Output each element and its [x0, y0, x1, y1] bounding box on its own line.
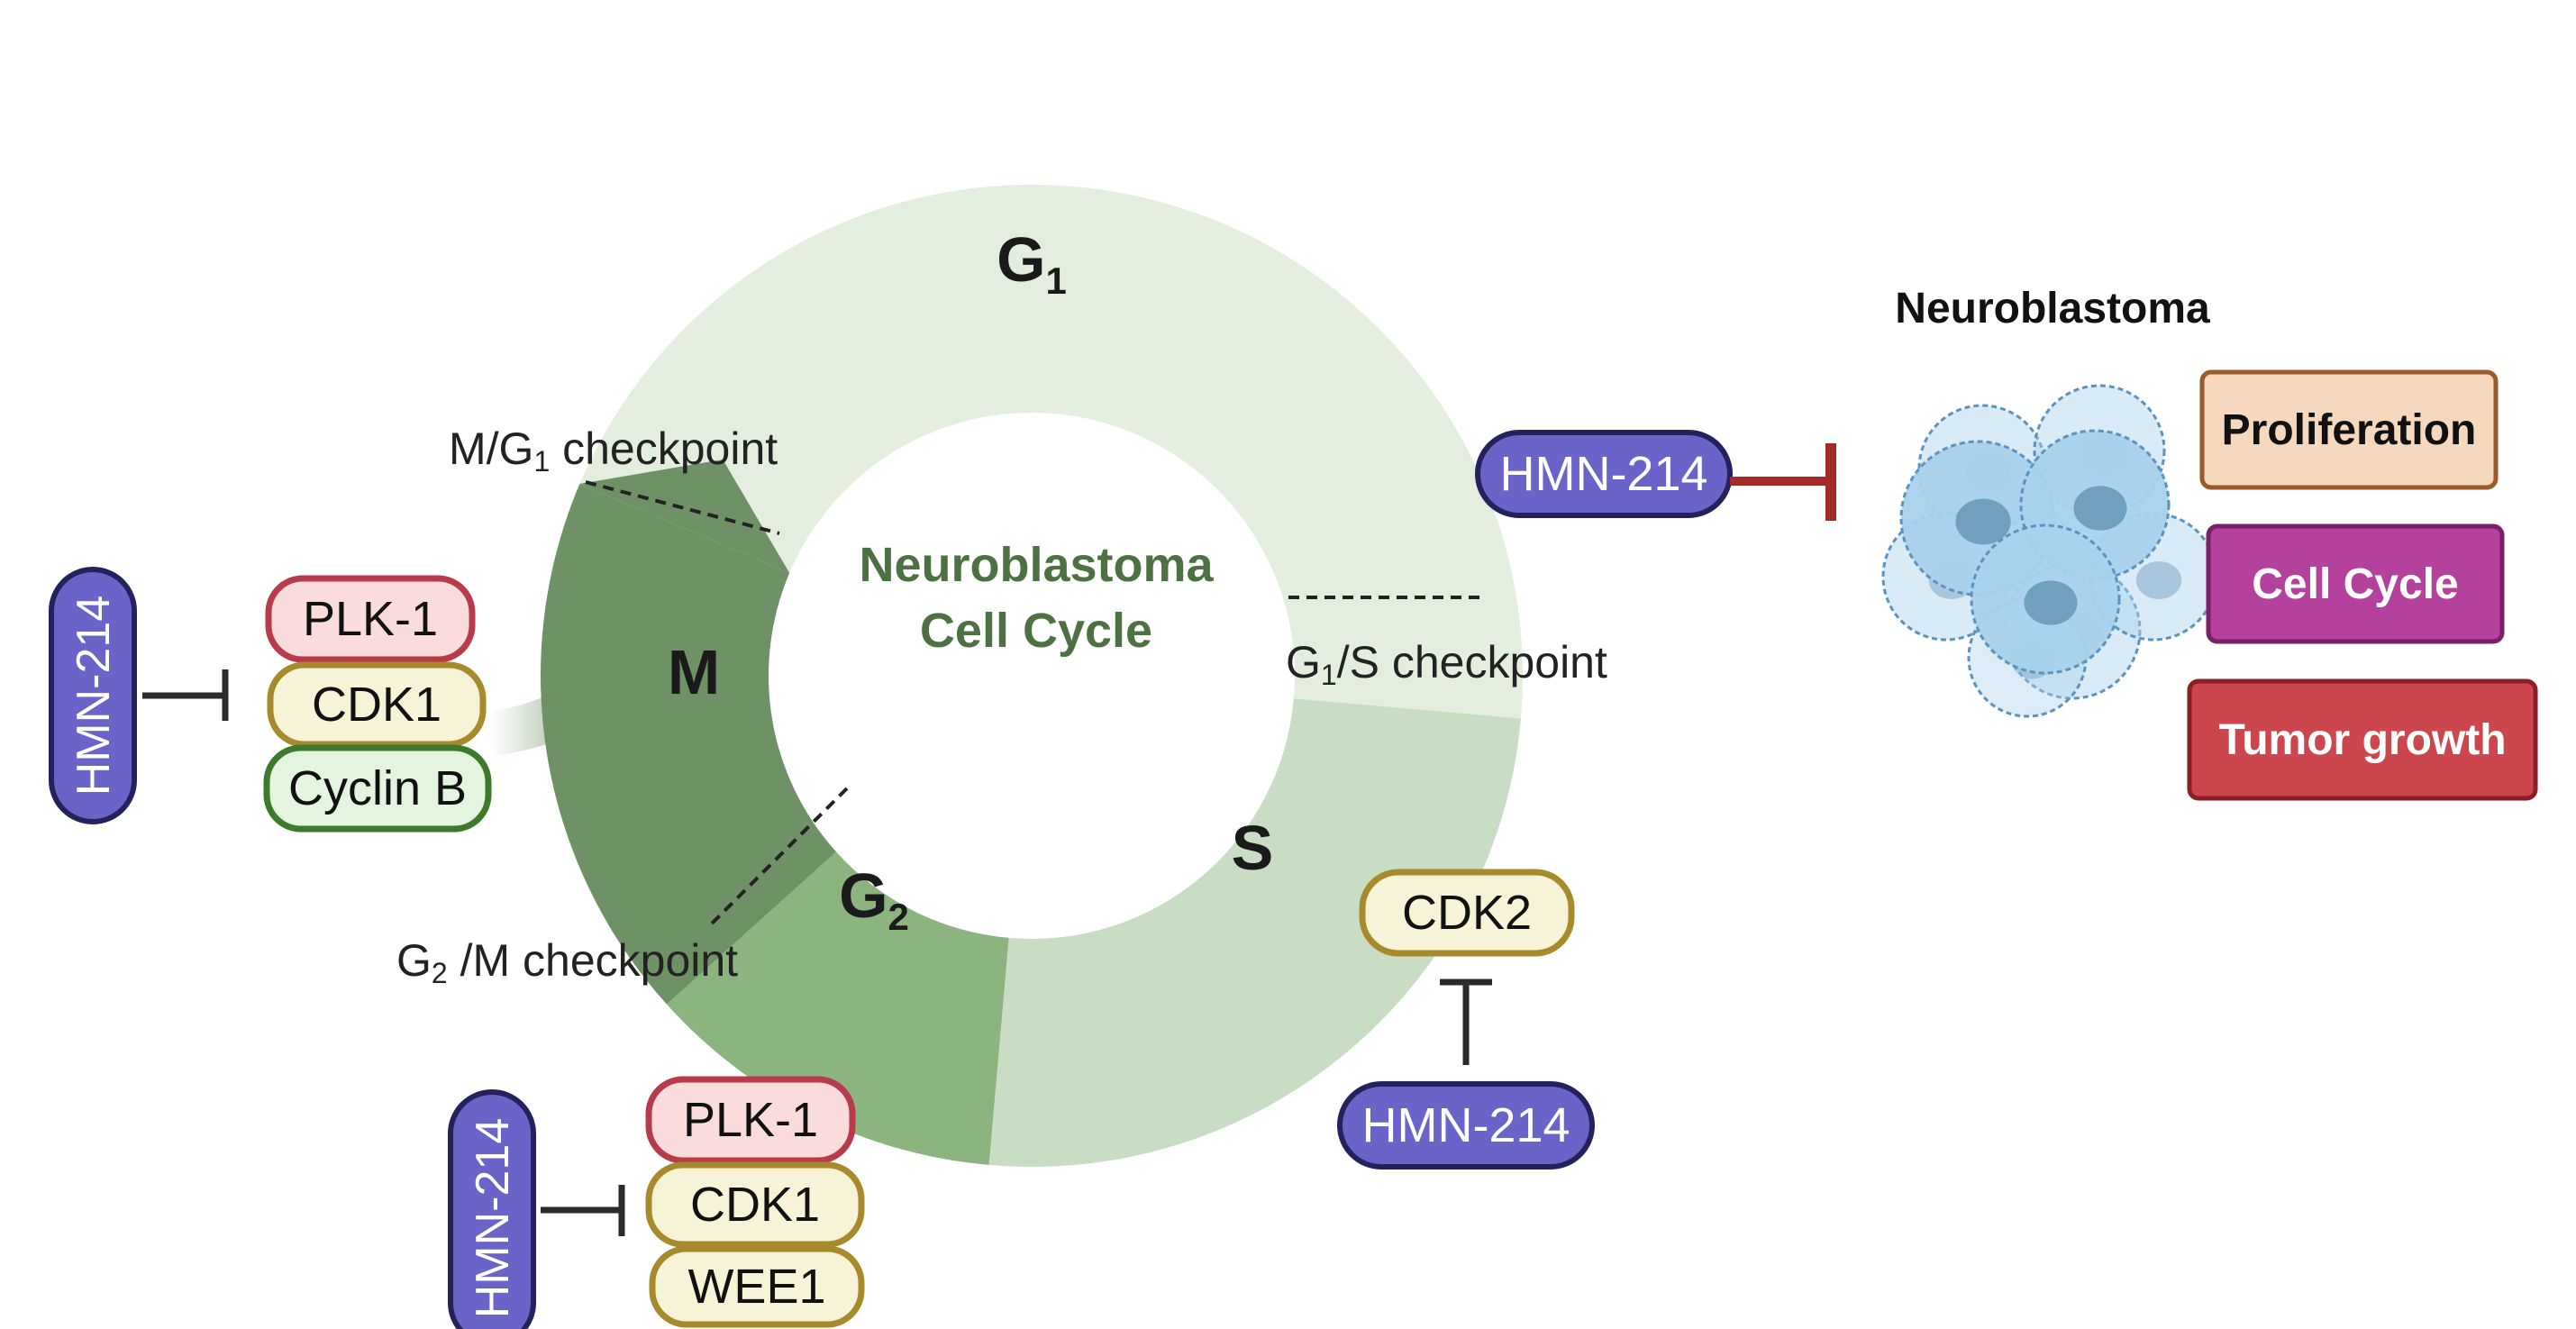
cdk1-label-m: CDK1	[312, 678, 441, 732]
wee1-label-g2: WEE1	[687, 1260, 825, 1314]
hmn214-label-s: HMN-214	[1361, 1098, 1570, 1152]
phase-g1-label: G1	[997, 224, 1067, 302]
plk1-box-g2	[645, 1076, 856, 1164]
neuroblastoma-panel: Neuroblastoma HMN-214 Proliferation Cell…	[1475, 285, 2538, 801]
hmn214-label-g2: HMN-214	[467, 1118, 519, 1319]
checkpoint-g1s: G1/S checkpoint	[1286, 596, 1607, 691]
proliferation-box	[2199, 369, 2499, 490]
g2-phase-inhibition-group: HMN-214 PLK-1 CDK1 WEE1	[448, 1076, 865, 1329]
phase-m-segment	[540, 484, 837, 1005]
tumor-growth-label: Tumor growth	[2218, 716, 2506, 764]
phase-m-label: M	[668, 637, 720, 707]
phase-s-label: S	[1232, 813, 1274, 883]
cyclinb-label-m: Cyclin B	[288, 761, 467, 815]
tumor-cell-cluster-icon	[1881, 384, 2218, 718]
m-phase-notch	[579, 459, 790, 573]
tumor-growth-box	[2187, 678, 2538, 801]
s-phase-inhibition-group: CDK2 HMN-214	[1337, 869, 1595, 1170]
hmn214-vertical-pill-g2	[448, 1089, 536, 1329]
plk1-box-m	[265, 575, 476, 663]
tumor-cell-nucleus	[2135, 561, 2182, 599]
phase-g2-segment	[666, 851, 1009, 1165]
phase-g2-label: G2	[839, 860, 909, 938]
cycle-ring	[491, 184, 1523, 1168]
checkpoint-mg1-label: M/G1 checkpoint	[449, 423, 778, 478]
checkpoint-g2m-label: G2 /M checkpoint	[396, 935, 738, 989]
checkpoint-g2m: G2 /M checkpoint	[396, 787, 849, 989]
g2-phase-notch	[921, 937, 1009, 1165]
cdk1-box-g2	[645, 1161, 865, 1248]
proliferation-label: Proliferation	[2222, 406, 2477, 454]
cdk2-label-s: CDK2	[1402, 886, 1532, 940]
plk1-label-g2: PLK-1	[683, 1093, 818, 1147]
hmn214-vertical-pill-m	[49, 567, 137, 824]
cdk2-box-s	[1359, 869, 1575, 957]
tumor-cell-nucleus	[2024, 580, 2078, 625]
phase-g1-segment	[579, 184, 1523, 719]
cell-cycle-box	[2206, 523, 2505, 644]
tumor-cell-nucleus	[1955, 498, 2011, 545]
wee1-box-g2	[649, 1245, 865, 1328]
cycle-center-title-line2: Cell Cycle	[920, 604, 1152, 658]
cycle-center-title-line1: Neuroblastoma	[859, 538, 1214, 592]
hmn214-label-neuroblastoma: HMN-214	[1499, 447, 1707, 501]
cyclinb-box-m	[263, 744, 492, 833]
checkpoint-g1s-label: G1/S checkpoint	[1286, 637, 1607, 691]
tumor-cell-nucleus	[2073, 486, 2127, 531]
cdk1-box-m	[267, 661, 487, 748]
phase-s-segment	[988, 698, 1521, 1168]
cell-cycle-label: Cell Cycle	[2252, 560, 2458, 608]
checkpoint-mg1: M/G1 checkpoint	[449, 423, 780, 535]
plk1-label-m: PLK-1	[303, 592, 438, 646]
m-phase-inhibition-group: HMN-214 PLK-1 CDK1 Cyclin B	[49, 567, 492, 833]
hmn214-label-m: HMN-214	[68, 596, 120, 796]
hmn214-pill-s	[1337, 1081, 1595, 1170]
cdk1-label-g2: CDK1	[690, 1178, 820, 1232]
s-phase-notch	[1293, 698, 1521, 793]
neuroblastoma-title: Neuroblastoma	[1895, 285, 2210, 332]
hmn214-pill-neuroblastoma	[1475, 430, 1733, 518]
